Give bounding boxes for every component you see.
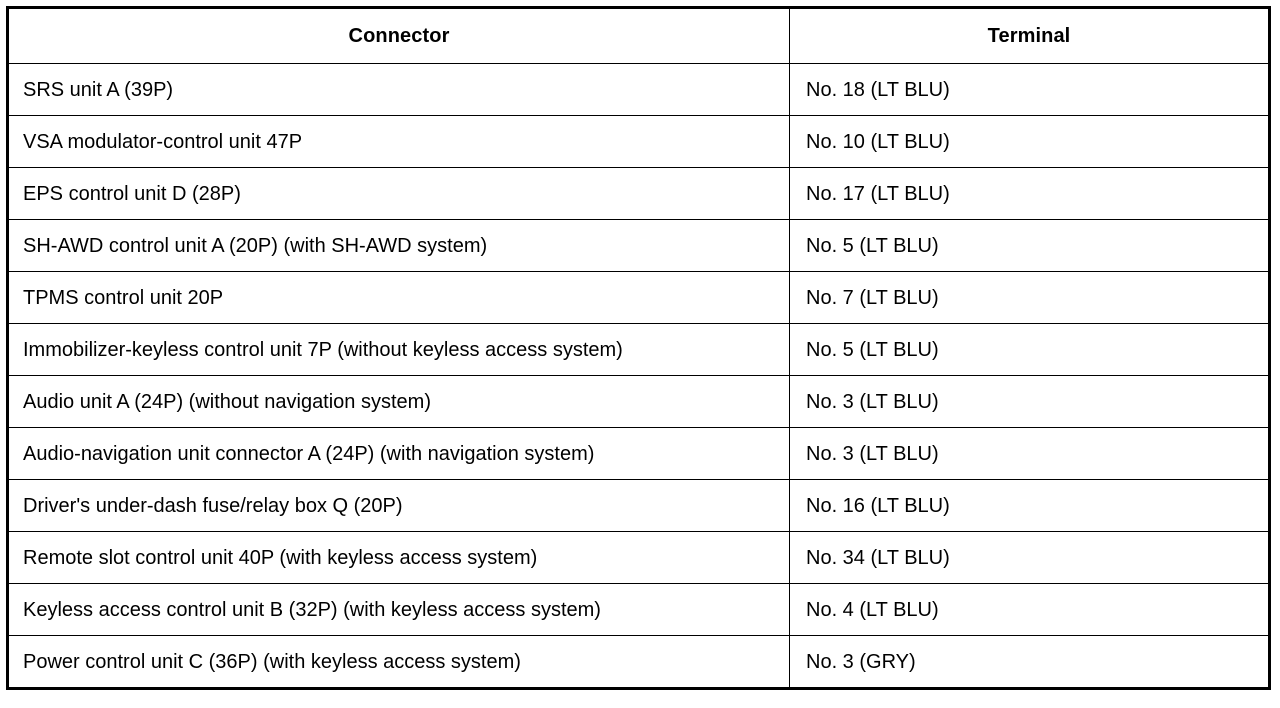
connector-value: EPS control unit D (28P) bbox=[23, 182, 241, 205]
connector-value: Immobilizer-keyless control unit 7P (wit… bbox=[23, 338, 623, 361]
terminal-cell: No. 5 (LT BLU) bbox=[789, 323, 1270, 376]
connector-cell: TPMS control unit 20P bbox=[7, 271, 790, 324]
terminal-cell: No. 7 (LT BLU) bbox=[789, 271, 1270, 324]
connector-cell: Remote slot control unit 40P (with keyle… bbox=[7, 531, 790, 584]
table-row: VSA modulator-control unit 47P No. 10 (LT… bbox=[7, 115, 1270, 168]
connector-cell: Immobilizer-keyless control unit 7P (wit… bbox=[7, 323, 790, 376]
table-row: Driver's under-dash fuse/relay box Q (20… bbox=[7, 479, 1270, 532]
terminal-cell: No. 3 (GRY) bbox=[789, 635, 1270, 689]
terminal-value: No. 3 (LT BLU) bbox=[806, 442, 939, 465]
table-row: Immobilizer-keyless control unit 7P (wit… bbox=[7, 323, 1270, 376]
terminal-cell: No. 3 (LT BLU) bbox=[789, 375, 1270, 428]
table-header: Connector Terminal bbox=[7, 7, 1270, 64]
connector-terminal-table: Connector Terminal SRS unit A (39P) No. 1… bbox=[6, 6, 1271, 690]
connector-cell: SH-AWD control unit A (20P) (with SH-AWD… bbox=[7, 219, 790, 272]
terminal-value: No. 10 (LT BLU) bbox=[806, 130, 950, 153]
table-row: EPS control unit D (28P) No. 17 (LT BLU) bbox=[7, 167, 1270, 220]
terminal-cell: No. 34 (LT BLU) bbox=[789, 531, 1270, 584]
terminal-value: No. 5 (LT BLU) bbox=[806, 338, 939, 361]
connector-value: Audio-navigation unit connector A (24P) … bbox=[23, 442, 595, 465]
connector-value: TPMS control unit 20P bbox=[23, 286, 224, 309]
connector-cell: Power control unit C (36P) (with keyless… bbox=[7, 635, 790, 689]
connector-value: Audio unit A (24P) (without navigation s… bbox=[23, 390, 431, 413]
table-body: SRS unit A (39P) No. 18 (LT BLU) VSA modul… bbox=[7, 63, 1270, 689]
table-row: Power control unit C (36P) (with keyless… bbox=[7, 635, 1270, 689]
terminal-cell: No. 3 (LT BLU) bbox=[789, 427, 1270, 480]
connector-cell: SRS unit A (39P) bbox=[7, 63, 790, 116]
column-header-connector: Connector bbox=[7, 7, 790, 64]
table-row: TPMS control unit 20P No. 7 (LT BLU) bbox=[7, 271, 1270, 324]
terminal-value: No. 16 (LT BLU) bbox=[806, 494, 950, 517]
column-header-terminal: Terminal bbox=[789, 7, 1270, 64]
terminal-value: No. 4 (LT BLU) bbox=[806, 598, 939, 621]
terminal-value: No. 34 (LT BLU) bbox=[806, 546, 950, 569]
terminal-cell: No. 17 (LT BLU) bbox=[789, 167, 1270, 220]
terminal-value: No. 3 (GRY) bbox=[806, 650, 916, 673]
connector-cell: Keyless access control unit B (32P) (wit… bbox=[7, 583, 790, 636]
table-row: Remote slot control unit 40P (with keyle… bbox=[7, 531, 1270, 584]
terminal-cell: No. 16 (LT BLU) bbox=[789, 479, 1270, 532]
connector-cell: VSA modulator-control unit 47P bbox=[7, 115, 790, 168]
terminal-value: No. 5 (LT BLU) bbox=[806, 234, 939, 257]
connector-value: Remote slot control unit 40P (with keyle… bbox=[23, 546, 538, 569]
terminal-cell: No. 18 (LT BLU) bbox=[789, 63, 1270, 116]
connector-cell: Audio unit A (24P) (without navigation s… bbox=[7, 375, 790, 428]
connector-cell: Driver's under-dash fuse/relay box Q (20… bbox=[7, 479, 790, 532]
connector-value: Power control unit C (36P) (with keyless… bbox=[23, 650, 521, 673]
terminal-value: No. 3 (LT BLU) bbox=[806, 390, 939, 413]
table-row: Audio-navigation unit connector A (24P) … bbox=[7, 427, 1270, 480]
connector-cell: EPS control unit D (28P) bbox=[7, 167, 790, 220]
header-row: Connector Terminal bbox=[7, 7, 1270, 64]
table-row: Keyless access control unit B (32P) (wit… bbox=[7, 583, 1270, 636]
connector-cell: Audio-navigation unit connector A (24P) … bbox=[7, 427, 790, 480]
connector-value: VSA modulator-control unit 47P bbox=[23, 130, 303, 153]
connector-value: SRS unit A (39P) bbox=[23, 78, 174, 101]
terminal-value: No. 17 (LT BLU) bbox=[806, 182, 950, 205]
connector-value: Driver's under-dash fuse/relay box Q (20… bbox=[23, 494, 403, 517]
terminal-cell: No. 4 (LT BLU) bbox=[789, 583, 1270, 636]
terminal-value: No. 7 (LT BLU) bbox=[806, 286, 939, 309]
terminal-cell: No. 10 (LT BLU) bbox=[789, 115, 1270, 168]
terminal-cell: No. 5 (LT BLU) bbox=[789, 219, 1270, 272]
connector-value: SH-AWD control unit A (20P) (with SH-AWD… bbox=[23, 234, 488, 257]
table-row: SRS unit A (39P) No. 18 (LT BLU) bbox=[7, 63, 1270, 116]
table-row: Audio unit A (24P) (without navigation s… bbox=[7, 375, 1270, 428]
terminal-value: No. 18 (LT BLU) bbox=[806, 78, 950, 101]
connector-value: Keyless access control unit B (32P) (wit… bbox=[23, 598, 601, 621]
table-row: SH-AWD control unit A (20P) (with SH-AWD… bbox=[7, 219, 1270, 272]
